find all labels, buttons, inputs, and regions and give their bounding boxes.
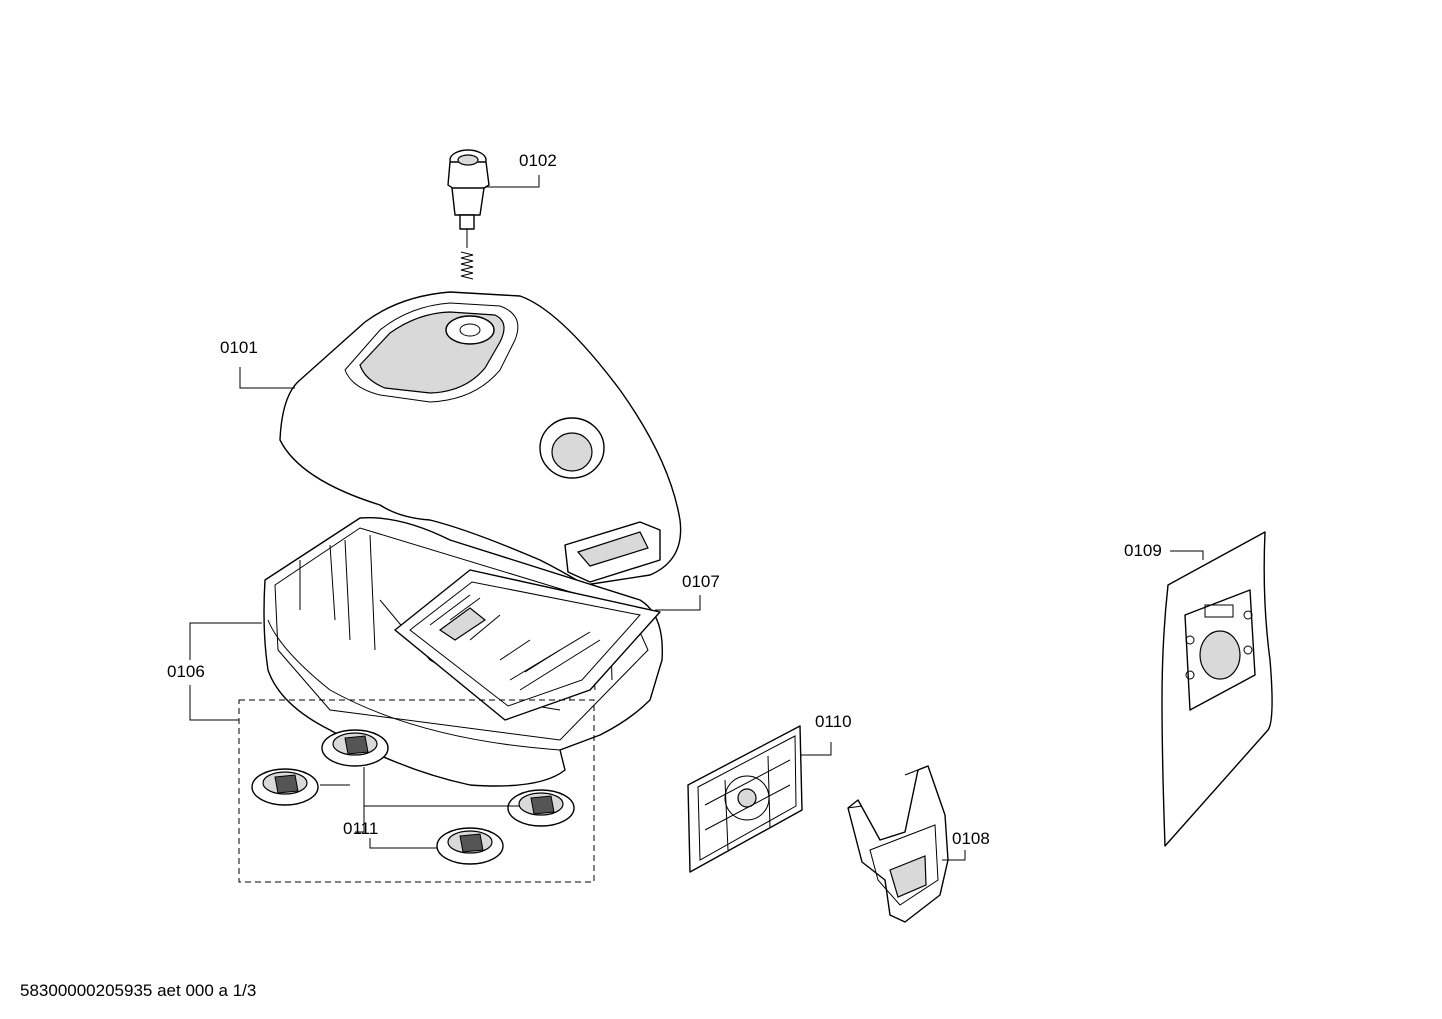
label-0102: 0102	[519, 151, 557, 170]
hose-inlet-icon	[539, 417, 605, 479]
part-0110-grille[interactable]	[687, 725, 803, 873]
label-0109: 0109	[1124, 541, 1162, 560]
part-0108-bag-holder[interactable]	[847, 765, 949, 923]
label-0108: 0108	[952, 829, 990, 848]
label-0111: 0111	[343, 819, 378, 838]
spring-icon	[460, 251, 474, 280]
leader-lines	[189, 175, 1204, 861]
part-0111-foot-1[interactable]	[321, 729, 389, 767]
part-0111-foot-3[interactable]	[507, 789, 575, 827]
document-id-footer: 58300000205935 aet 000 a 1/3	[20, 981, 257, 1000]
part-0109-dust-bag[interactable]	[1161, 531, 1273, 847]
label-0110: 0110	[815, 712, 852, 731]
part-0111-foot-2[interactable]	[251, 768, 319, 806]
part-0107-filter-frame[interactable]	[394, 569, 661, 721]
label-0107: 0107	[682, 572, 720, 591]
label-0106: 0106	[167, 662, 205, 681]
label-0101: 0101	[220, 338, 258, 357]
feet-group-box	[238, 699, 595, 883]
part-0111-foot-4[interactable]	[436, 827, 504, 865]
part-0102-button[interactable]	[447, 149, 490, 280]
part-0101-cover[interactable]	[279, 291, 682, 586]
part-labels: 0102 0101 0109 0107 0106 0110 0111 0108	[167, 151, 1162, 848]
